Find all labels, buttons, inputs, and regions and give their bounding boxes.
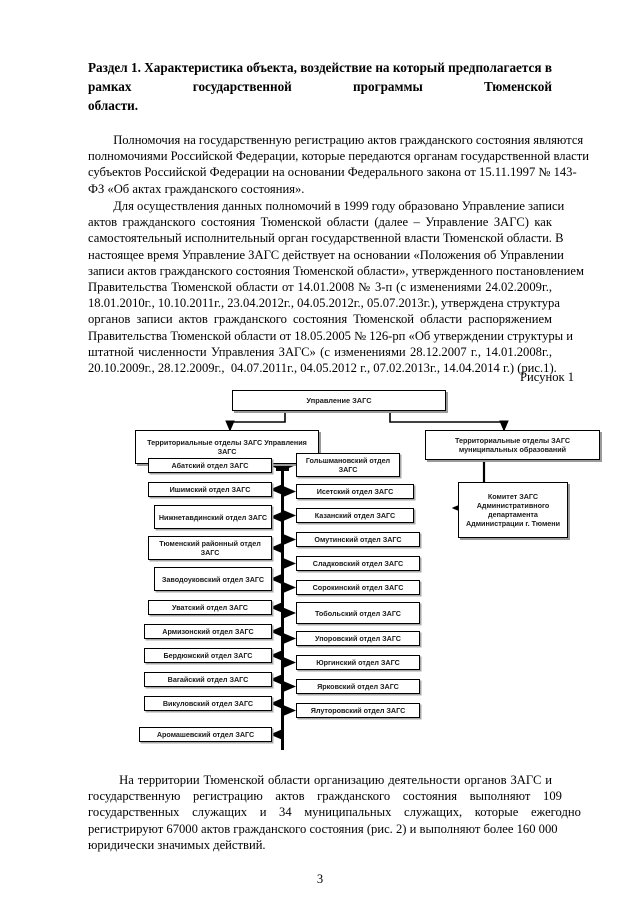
text-line: Правительства Тюменской области от 18.05… <box>88 328 574 343</box>
department-box[interactable]: Викуловский отдел ЗАГС <box>144 696 272 711</box>
department-box[interactable]: Тобольский отдел ЗАГС <box>296 602 420 624</box>
department-box[interactable]: Тюменский районный отдел ЗАГС <box>148 536 272 560</box>
department-box[interactable]: Аромашевский отдел ЗАГС <box>139 727 272 742</box>
department-box[interactable]: Вагайский отдел ЗАГС <box>144 672 272 687</box>
department-box[interactable]: Упоровский отдел ЗАГС <box>296 631 420 646</box>
box-management-zags[interactable]: Управление ЗАГС <box>232 390 446 411</box>
text-line: государственную регистрацию актов гражда… <box>88 789 562 804</box>
department-box[interactable]: Гольшмановский отдел ЗАГС <box>296 453 400 477</box>
text-line: Полномочия на государственную регистраци… <box>88 133 584 147</box>
text-line: штатной численности Управления ЗАГС» (с … <box>88 344 552 359</box>
figure-caption: Рисунок 1 <box>520 370 575 384</box>
department-box[interactable]: Казанский отдел ЗАГС <box>296 508 414 523</box>
text-line: регистрируют 67000 актов гражданского со… <box>88 821 558 836</box>
department-box[interactable]: Исетский отдел ЗАГС <box>296 484 414 499</box>
department-box[interactable]: Бердюжский отдел ЗАГС <box>144 648 272 663</box>
department-box[interactable]: Ялуторовский отдел ЗАГС <box>296 703 420 718</box>
text-line: ФЗ «Об актах гражданского состояния». <box>88 181 305 196</box>
heading-line-1: Раздел 1. Характеристика объекта, воздей… <box>88 60 445 75</box>
text-line: настоящее время Управление ЗАГС действуе… <box>88 247 564 262</box>
text-line: На территории Тюменской области организа… <box>88 773 552 787</box>
department-box[interactable]: Ишимский отдел ЗАГС <box>148 482 272 497</box>
text-line: полномочиями Российской Федерации, котор… <box>88 149 590 164</box>
text-line: записи актов гражданского состояния Тюме… <box>88 263 584 278</box>
page-number: 3 <box>316 872 324 886</box>
diagram-spine <box>281 468 284 750</box>
org-chart-diagram: Управление ЗАГС Территориальные отделы З… <box>80 390 600 765</box>
diagram-spine-tick <box>276 468 289 471</box>
paragraph-authority: Полномочия на государственную регистраци… <box>88 132 590 197</box>
box-territorial-departments-municipal[interactable]: Территориальные отделы ЗАГС муниципальны… <box>425 430 600 460</box>
department-box[interactable]: Сорокинский отдел ЗАГС <box>296 580 420 595</box>
department-box[interactable]: Юргинский отдел ЗАГС <box>296 655 420 670</box>
department-box[interactable]: Заводоуковский отдел ЗАГС <box>154 567 272 591</box>
text-line: актов гражданского состояния Тюменской о… <box>88 215 552 230</box>
department-box[interactable]: Омутинский отдел ЗАГС <box>296 532 420 547</box>
text-line: 18.01.2010г., 10.10.2011г., 23.04.2012г.… <box>88 296 560 311</box>
text-line: Для осуществления данных полномочий в 19… <box>88 199 565 213</box>
text-line: органов записи актов гражданского состоя… <box>88 312 552 327</box>
heading-line-3: области. <box>88 98 139 113</box>
text-line: юридически значимых действий. <box>88 837 266 852</box>
heading-line-2: предполагается в рамках государственной … <box>88 60 552 94</box>
department-box[interactable]: Уватский отдел ЗАГС <box>148 600 272 615</box>
department-box[interactable]: Сладковский отдел ЗАГС <box>296 556 420 571</box>
department-box[interactable]: Нижнетавдинский отдел ЗАГС <box>154 505 272 529</box>
department-box[interactable]: Абатский отдел ЗАГС <box>148 458 272 473</box>
text-line: государственных служащих и 34 муниципаль… <box>88 805 581 820</box>
department-box[interactable]: Ярковский отдел ЗАГС <box>296 679 420 694</box>
box-zags-committee-tyumen[interactable]: Комитет ЗАГС Административного департаме… <box>458 482 568 538</box>
department-box[interactable]: Армизонский отдел ЗАГС <box>144 624 272 639</box>
paragraph-statistics: На территории Тюменской области организа… <box>88 772 581 853</box>
section-heading: Раздел 1. Характеристика объекта, воздей… <box>88 58 552 115</box>
text-line: 20.10.2009г., 28.12.2009г., 04.07.2011г.… <box>88 361 557 376</box>
text-line: самостоятельный исполнительный орган гос… <box>88 231 564 246</box>
paragraph-history: Для осуществления данных полномочий в 19… <box>88 198 584 376</box>
diagram-connectors <box>225 411 509 741</box>
text-line: субъектов Российской Федерации на основа… <box>88 165 577 180</box>
text-line: Правительства Тюменской области от 14.01… <box>88 280 552 295</box>
